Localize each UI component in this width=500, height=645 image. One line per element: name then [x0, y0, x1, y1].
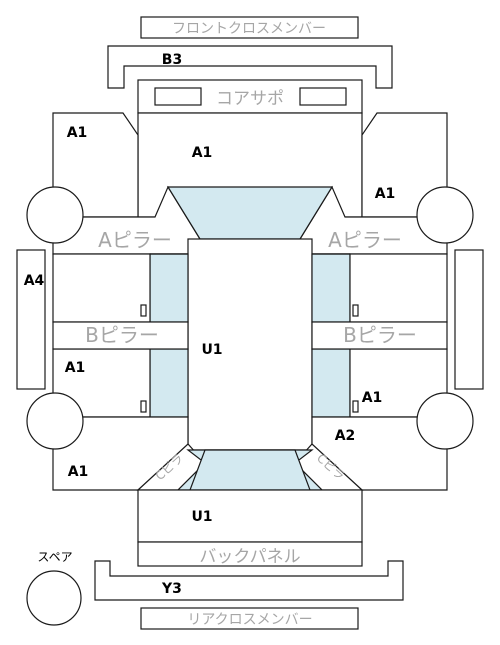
rear-bumper: [94, 560, 404, 601]
rear-right-wheel: [416, 392, 474, 450]
front-left-fender-grade: A1: [67, 125, 88, 141]
b-pillar-right-label: Bピラー: [343, 323, 417, 347]
front-cross-member-label: フロントクロスメンバー: [172, 21, 326, 37]
rear-left-door-grade: A1: [65, 360, 86, 376]
rear-right-door-handle: [352, 400, 359, 413]
front-right-fender-grade: A1: [375, 186, 396, 202]
rear-cross-member-box: [140, 607, 359, 630]
trunk-grade: U1: [191, 509, 212, 525]
rear-left-door-handle: [140, 400, 147, 413]
window-left-rear: [149, 348, 189, 418]
back-panel-box: [137, 541, 363, 567]
front-right-door-handle: [352, 304, 359, 317]
left-side-sill: [16, 249, 46, 390]
front-right-door: [349, 253, 448, 323]
b-pillar-left-label: Bピラー: [85, 323, 159, 347]
headlight-right: [299, 87, 347, 106]
b-pillar-right-box: [311, 321, 448, 350]
b-pillar-left-box: [52, 321, 189, 350]
window-left-front: [149, 253, 189, 323]
front-bumper-grade: B3: [162, 52, 182, 68]
rear-window-core: [189, 449, 311, 491]
front-left-door-handle: [140, 304, 147, 317]
hood-grade: A1: [192, 145, 213, 161]
a-pillar-right-label: Aピラー: [328, 228, 402, 252]
front-left-wheel: [26, 186, 84, 244]
window-right-rear: [311, 348, 351, 418]
a-pillar-left-label: Aピラー: [98, 228, 172, 252]
left-side-sill-grade: A4: [24, 273, 45, 289]
front-bumper: [107, 45, 393, 89]
core-support-label: コアサポ: [216, 89, 284, 109]
spare-label: スペア: [37, 550, 72, 564]
trunk: [137, 489, 363, 543]
front-cross-member-box: [140, 16, 359, 39]
back-panel-label: バックパネル: [199, 547, 300, 567]
window-right-front: [311, 253, 351, 323]
right-side-sill: [454, 249, 484, 390]
rear-right-quarter-grade: A2: [335, 428, 356, 444]
front-right-wheel: [416, 186, 474, 244]
rear-left-quarter-grade: A1: [68, 464, 89, 480]
roof-grade: U1: [201, 342, 222, 358]
spare-tire: [26, 570, 82, 626]
rear-cross-member-label: リアクロスメンバー: [187, 612, 312, 628]
headlight-left: [154, 87, 202, 106]
rear-left-wheel: [26, 392, 84, 450]
rear-right-door-grade: A1: [362, 390, 383, 406]
rear-bumper-grade: Y3: [161, 581, 182, 597]
front-left-door: [52, 253, 151, 323]
